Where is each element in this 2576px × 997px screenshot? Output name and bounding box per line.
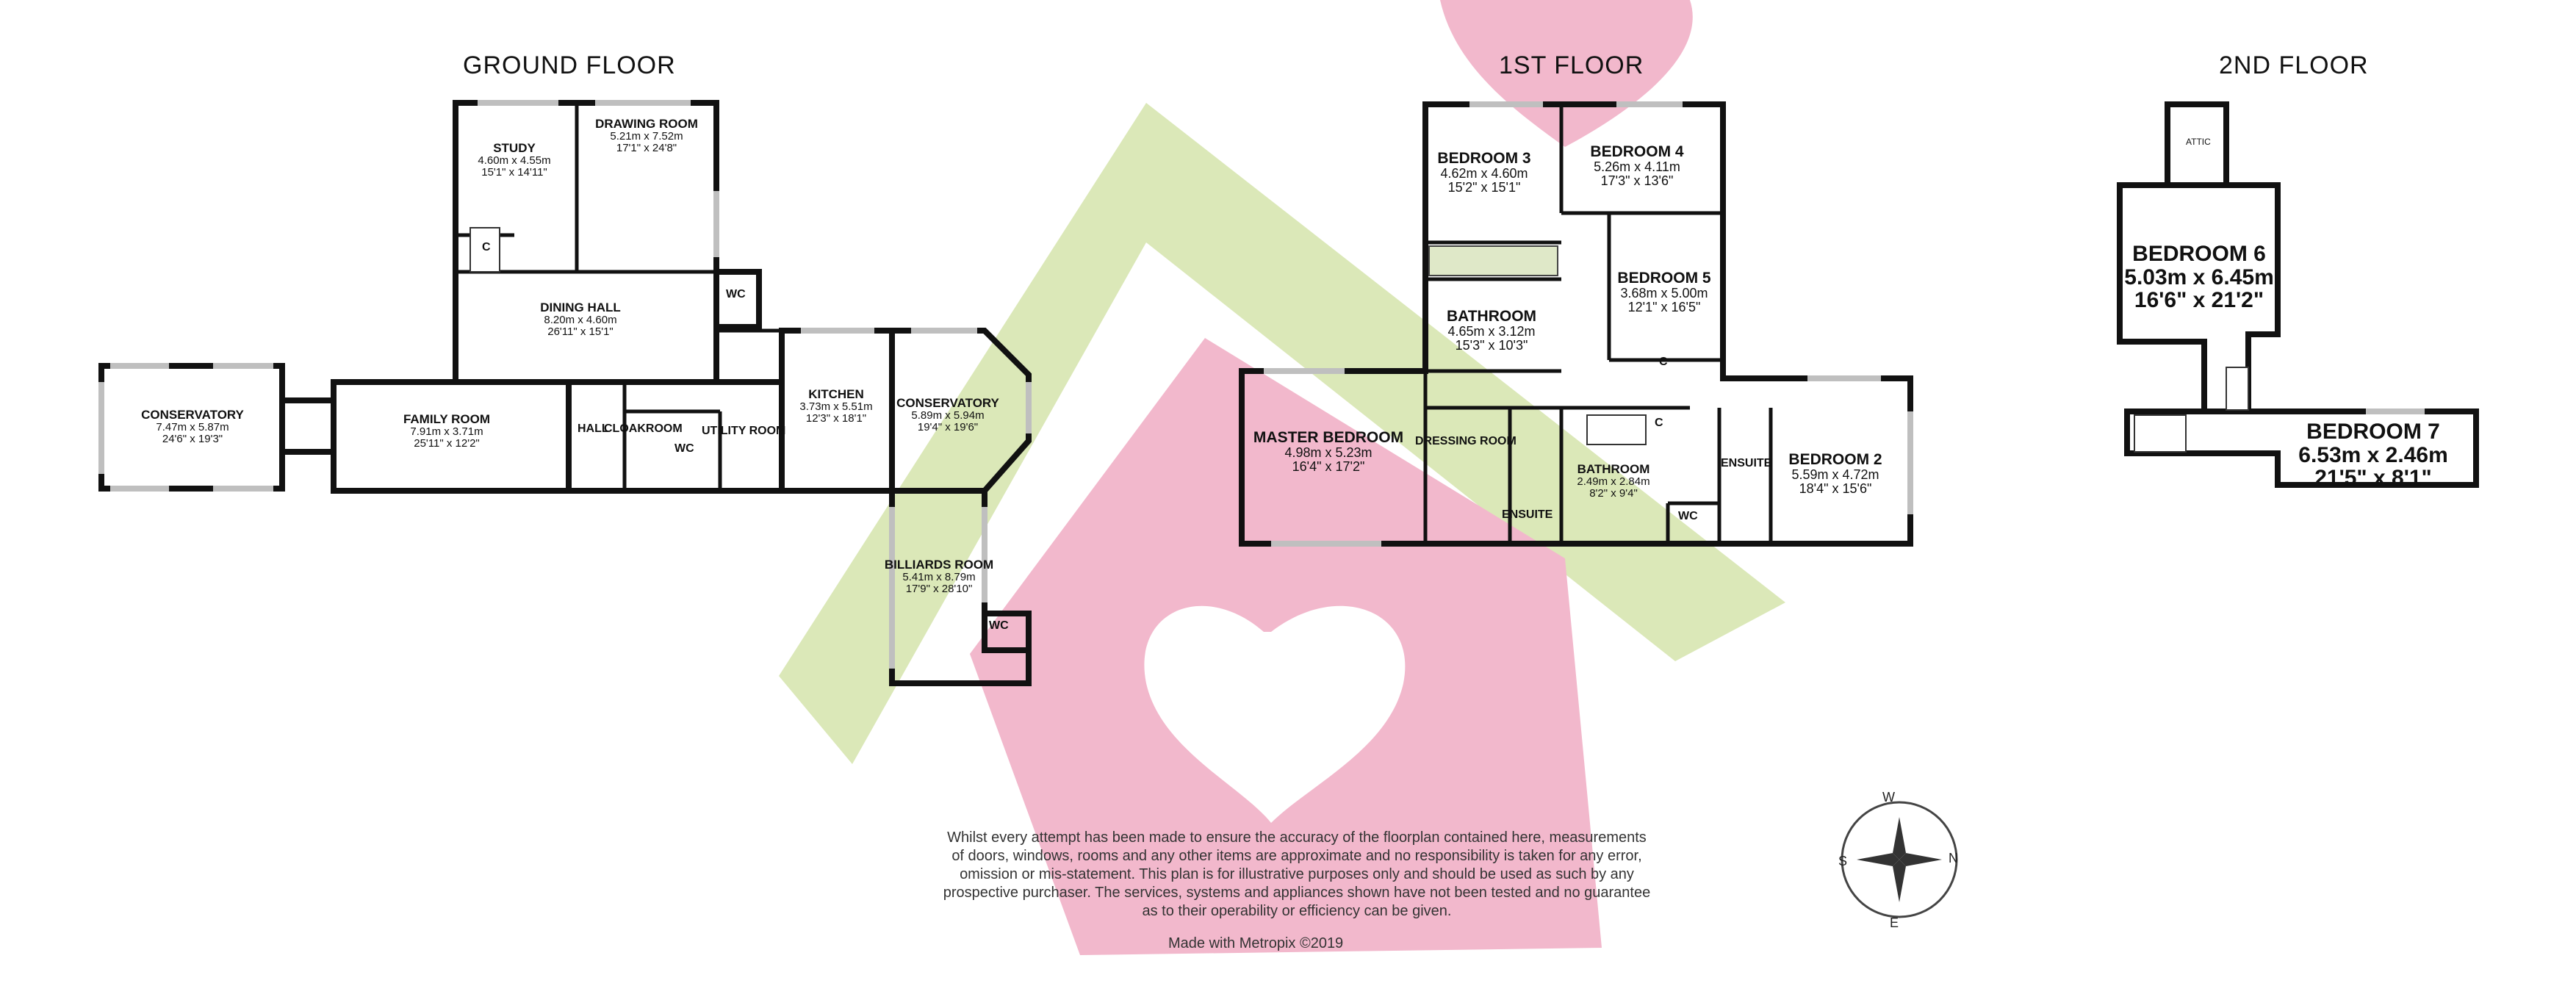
label-cupboard-ground: C xyxy=(482,241,491,253)
disclaimer-line: of doors, windows, rooms and any other i… xyxy=(951,848,1642,864)
label-wc-ground-2: WC xyxy=(674,442,694,455)
label-ensuite-2: ENSUITE xyxy=(1721,457,1772,469)
label-dressing-room: DRESSING ROOM xyxy=(1415,435,1517,447)
label-attic: ATTIC xyxy=(2186,137,2211,147)
label-cupboard-first-1: C xyxy=(1659,356,1668,368)
second-floor-plan xyxy=(2117,101,2479,488)
compass-rose xyxy=(1841,801,1958,918)
ground-floor-title: GROUND FLOOR xyxy=(463,51,676,79)
disclaimer-line: omission or mis-statement. This plan is … xyxy=(960,866,1634,882)
watermark-pink-heart-top xyxy=(1440,0,1693,147)
label-wc-first: WC xyxy=(1678,510,1698,522)
ground-floor-plan xyxy=(98,100,1032,686)
compass-label-s: S xyxy=(1838,854,1848,868)
label-wc-ground-3: WC xyxy=(989,619,1009,632)
label-ensuite-1: ENSUITE xyxy=(1502,508,1553,521)
label-cloakroom: CLOAKROOM xyxy=(604,422,683,435)
compass-label-w: W xyxy=(1882,790,1895,805)
first-floor-plan xyxy=(1239,101,1913,547)
label-cupboard-first-2: C xyxy=(1655,417,1663,429)
disclaimer-text: Whilst every attempt has been made to en… xyxy=(874,829,1719,921)
disclaimer-line: as to their operability or efficiency ca… xyxy=(1142,903,1452,919)
watermark-pink-house xyxy=(970,338,1602,955)
label-utility-room: UTILITY ROOM xyxy=(702,425,786,437)
first-floor-title: 1ST FLOOR xyxy=(1499,51,1644,79)
metropix-credit: Made with Metropix ©2019 xyxy=(1168,935,1344,951)
watermark-green-arrow xyxy=(779,103,1785,764)
disclaimer-line: prospective purchaser. The services, sys… xyxy=(943,885,1651,901)
label-hall: HALL xyxy=(578,422,609,435)
compass-label-e: E xyxy=(1890,915,1899,930)
compass-label-n: N xyxy=(1949,851,1958,865)
disclaimer-line: Whilst every attempt has been made to en… xyxy=(947,829,1647,846)
label-wc-ground-1: WC xyxy=(726,288,746,300)
second-floor-title: 2ND FLOOR xyxy=(2219,51,2369,79)
watermark-logo xyxy=(779,0,1785,955)
